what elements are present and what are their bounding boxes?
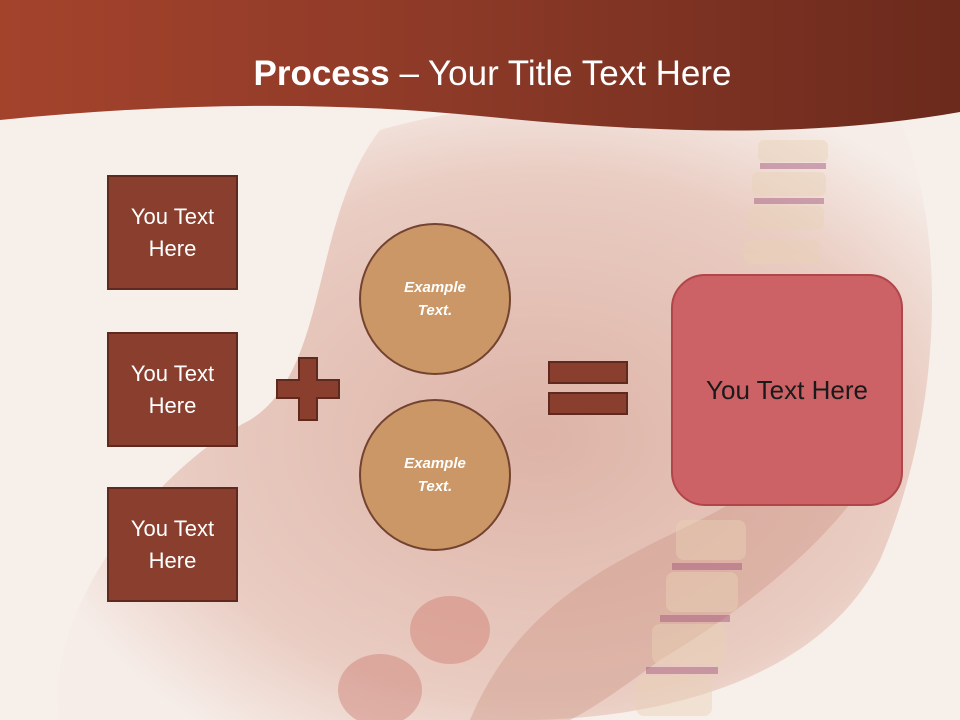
input-box-label: You Text Here xyxy=(130,515,215,573)
input-box-1: You Text Here xyxy=(107,175,238,290)
result-label: You Text Here xyxy=(706,374,868,405)
input-box-3: You Text Here xyxy=(107,487,238,602)
plus-icon xyxy=(276,357,340,421)
title-rest: – Your Title Text Here xyxy=(389,54,732,93)
result-box: You Text Here xyxy=(671,274,903,506)
example-circle-2: Example Text. xyxy=(359,399,511,551)
input-box-label: You Text Here xyxy=(130,203,215,261)
slide-title: Process – Your Title Text Here xyxy=(0,52,960,96)
circle-label: Example Text. xyxy=(404,455,466,495)
title-bold: Process xyxy=(253,54,390,93)
input-box-2: You Text Here xyxy=(107,332,238,447)
header-band xyxy=(0,0,960,131)
input-box-label: You Text Here xyxy=(130,360,215,418)
equals-icon xyxy=(548,361,628,415)
example-circle-1: Example Text. xyxy=(359,223,511,375)
circle-label: Example Text. xyxy=(404,279,466,319)
